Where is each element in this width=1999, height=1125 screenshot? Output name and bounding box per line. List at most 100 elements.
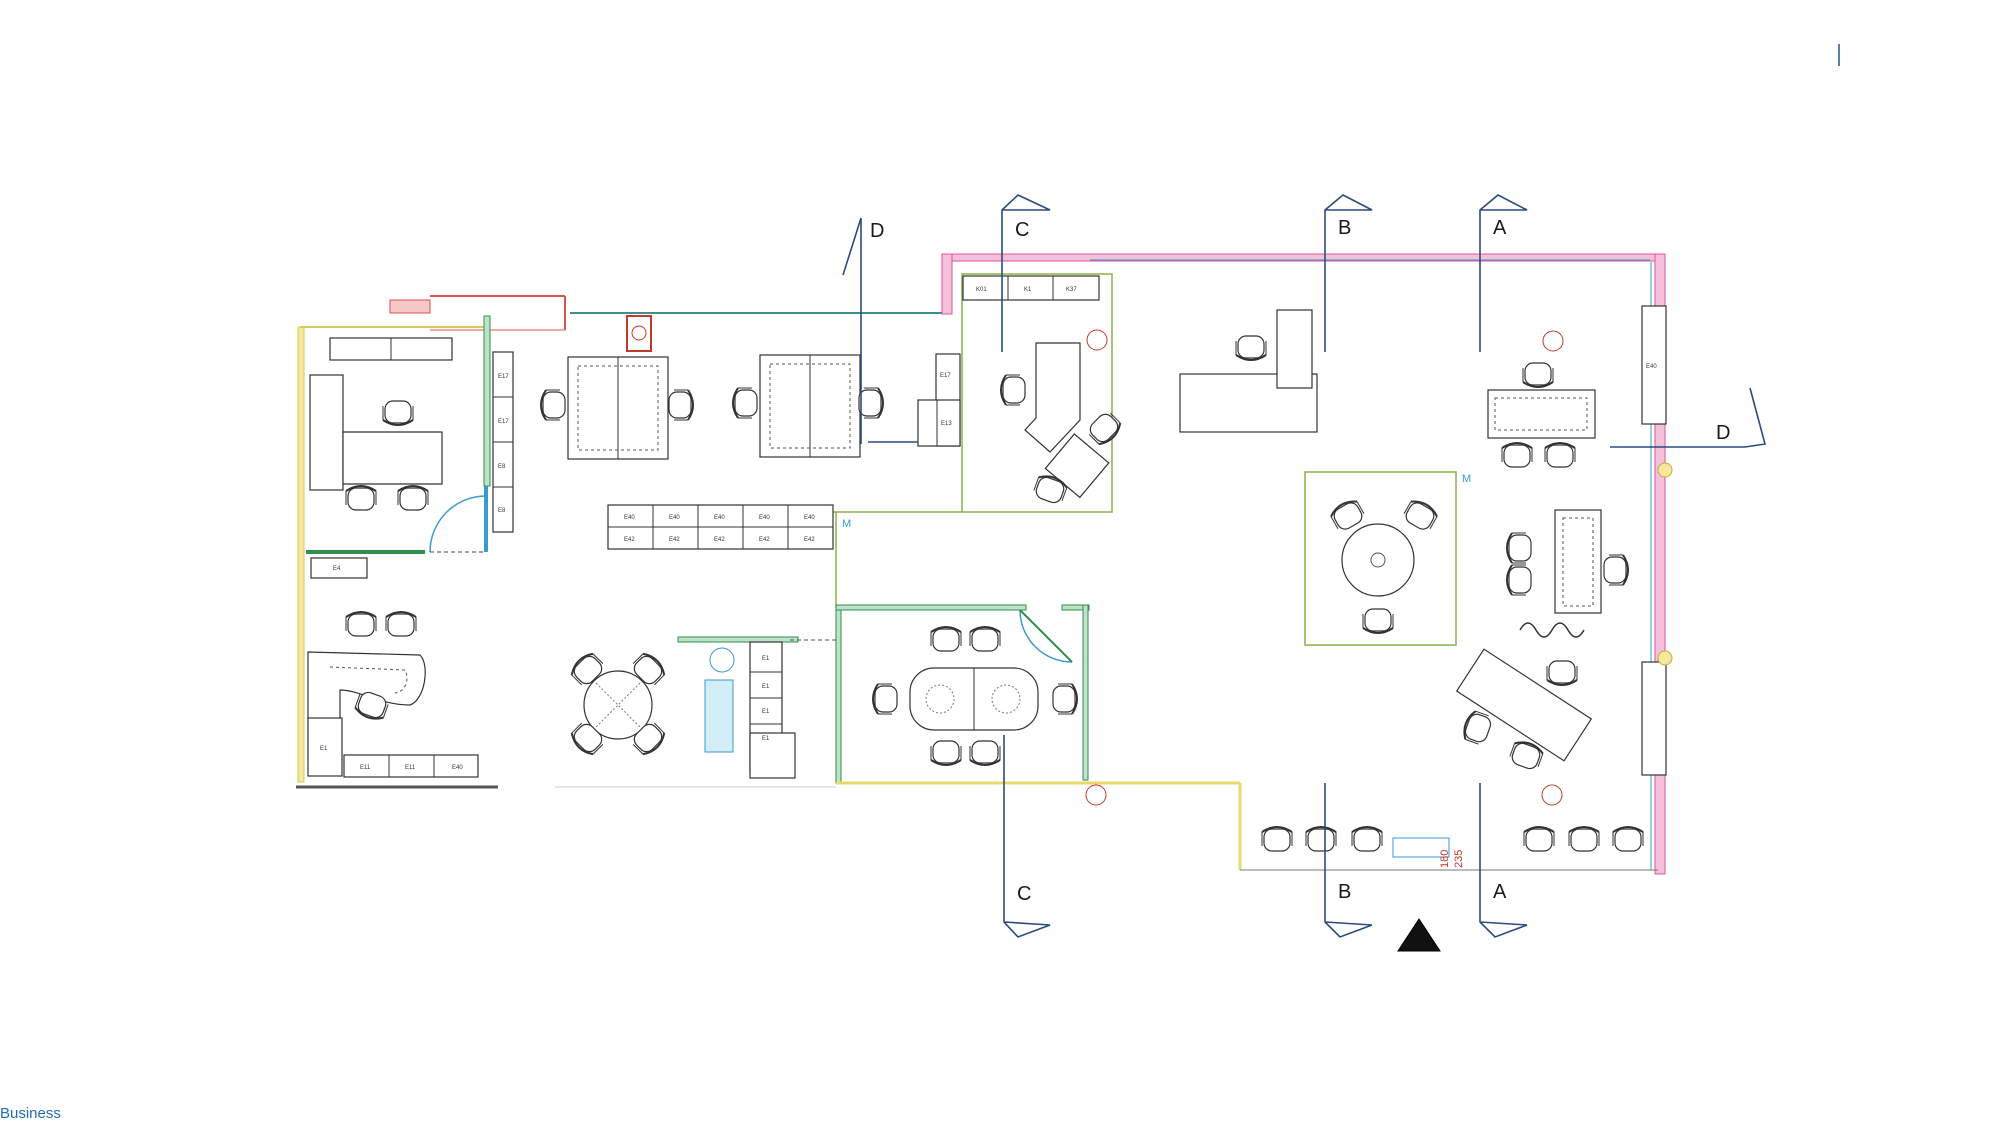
section-flag-icon [1001,194,1051,352]
column-icon [1542,330,1564,352]
code-label: E42 [669,537,680,543]
code-label: E11 [405,765,416,771]
kitchen-fridge [749,732,796,779]
chair [1603,554,1629,586]
column-icon [1541,784,1563,806]
chair [732,387,758,419]
code-label: K37 [1066,287,1077,293]
desk-left-office [342,431,443,485]
section-label-d-top: D [870,220,884,242]
chair [1088,412,1122,446]
chair [354,691,389,720]
wall-meeting-top-r [1061,604,1090,611]
chair [1501,442,1533,468]
desk-right-top [1487,389,1596,439]
code-label: E42 [714,537,725,543]
marker-m-1: M [842,518,851,530]
entrance-arrow-icon [1397,918,1441,952]
chair [397,485,429,511]
chair [1033,475,1068,504]
page-tick-mark [1838,44,1840,66]
chair [930,740,962,766]
shelf-right-top [1641,305,1667,425]
room-manager [961,273,1113,513]
furniture [307,275,1673,858]
chair [1305,826,1337,852]
section-flag-icon [842,217,862,444]
wall-meeting-right [1082,604,1089,781]
code-label: E4 [333,566,341,572]
chair [930,626,962,652]
chair [540,389,566,421]
chair [1544,442,1576,468]
code-label: E40 [1646,364,1657,370]
column-red [626,315,652,352]
chair [668,389,694,421]
door-meeting-leaf [1019,609,1073,663]
doors [429,495,1073,663]
door-office-swing [429,495,487,553]
code-label: E40 [669,515,680,521]
section-label-c-top: C [1015,219,1029,241]
section-label-d-right: D [1716,422,1730,444]
column-icon [1085,784,1107,806]
code-label: E1 [762,684,770,690]
lounge-area [1304,471,1457,646]
chair [1463,710,1492,745]
code-label: K1 [1024,287,1032,293]
code-label: E40 [714,515,725,521]
walls [296,253,1666,875]
code-label: E1 [762,736,770,742]
code-label: E8 [498,508,506,514]
reception-return [1276,309,1313,389]
chair [632,652,666,686]
chair [858,387,884,419]
code-label: K01 [976,287,987,293]
section-label-a-bottom: A [1493,881,1507,903]
round-table-left [583,670,653,740]
cabinet-bottom-left-a [307,717,343,777]
chair [382,400,414,426]
chair [1522,362,1554,388]
section-flag-icon [1003,735,1051,938]
chair [1052,683,1078,715]
section-flag-icon [1324,783,1373,938]
wall-green-office-1 [483,315,491,487]
wall-meeting-left [835,604,842,784]
code-label: E13 [941,421,952,427]
cabinet-top-room [962,275,1100,301]
chair [969,626,1001,652]
section-labels: D C B A D C B A [870,217,1730,905]
dimension-235: 235 [1453,850,1465,868]
code-label: E42 [759,537,770,543]
entry-bench [1392,837,1450,858]
chair [1568,826,1600,852]
cabinet-small-left [310,557,368,579]
section-flag-icon [1479,783,1528,938]
code-label: E11 [360,765,371,771]
wall-kitchen-top [677,636,799,643]
section-flag-icon [1479,194,1528,352]
chair [345,611,377,637]
shelf-right-bottom [1641,661,1667,776]
code-label: E40 [804,515,815,521]
dimension-180: 180 [1439,850,1451,868]
pedestal-stack [917,399,961,447]
desk-right-mid [1554,509,1602,614]
section-flag-icon [1610,387,1767,448]
chair [1000,374,1026,406]
column-icon [1657,462,1673,478]
chair [1235,335,1267,361]
chairs [345,335,1644,852]
code-label: E17 [498,374,509,380]
kitchen-sink [704,679,734,753]
chair [1351,826,1383,852]
section-label-c-bottom: C [1017,883,1031,905]
chair [1523,826,1555,852]
column-icon [1657,650,1673,666]
section-flag-icon [1324,194,1373,352]
chair [570,722,604,756]
wall-pink-right [1654,253,1666,875]
chair [1612,826,1644,852]
chair [345,485,377,511]
